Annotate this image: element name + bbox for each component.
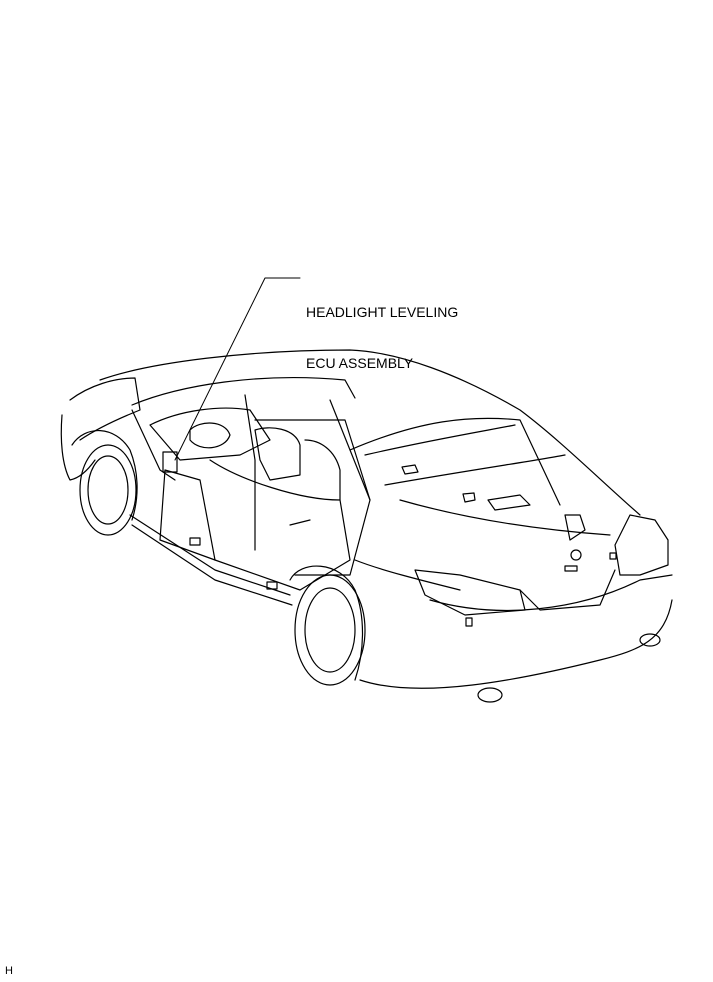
rear-bumper-top [429, 574, 673, 611]
windshield-top [131, 377, 356, 406]
front-door-frame [159, 469, 216, 561]
trunk-lock [570, 549, 582, 561]
rear-rim [304, 587, 356, 673]
roof-component-2 [462, 492, 476, 503]
rocker-panel-lower [131, 524, 293, 606]
rear-connector-right [609, 552, 617, 560]
dashboard [149, 407, 271, 461]
door-component-1 [189, 537, 201, 546]
a-pillar [131, 409, 176, 481]
c-pillar [329, 399, 371, 501]
rear-panel [519, 569, 616, 611]
steering-wheel [189, 422, 231, 449]
right-exhaust [639, 633, 661, 647]
front-wheel-arch [71, 430, 138, 521]
trunk-edge [399, 499, 611, 536]
door-handle [289, 519, 311, 526]
callout-line-1: HEADLIGHT LEVELING [306, 304, 459, 320]
license-light [564, 565, 578, 572]
rear-bumper [359, 599, 673, 689]
door-opening [209, 459, 351, 591]
callout-label: HEADLIGHT LEVELING ECU ASSEMBLY [306, 270, 458, 406]
callout-leader [174, 277, 301, 461]
trunk-lid [384, 454, 566, 486]
front-bumper [60, 414, 96, 481]
front-seat [254, 427, 301, 481]
b-pillar [244, 394, 256, 551]
right-rear-lamp [614, 514, 669, 576]
callout-line-2: ECU ASSEMBLY [306, 355, 414, 371]
left-rear-lamp [414, 569, 526, 616]
figure-code: H [5, 965, 13, 977]
front-rim [87, 455, 129, 525]
high-mount-stop-lamp [487, 494, 531, 511]
rear-tire [294, 574, 366, 686]
door-component-2 [266, 581, 278, 590]
left-exhaust [477, 687, 503, 703]
rear-quarter [354, 559, 461, 591]
roof-outline [99, 349, 641, 516]
trunk-sensor [564, 514, 586, 541]
rear-connector-left [465, 617, 473, 627]
ecu-module [162, 451, 178, 473]
roof-panel-line [364, 424, 516, 456]
front-tire [79, 444, 137, 536]
rear-window-line [349, 417, 561, 506]
rear-seat [304, 439, 341, 501]
roof-component-1 [401, 464, 419, 475]
rocker-panel [129, 514, 291, 596]
rear-wheel-arch [289, 565, 364, 681]
